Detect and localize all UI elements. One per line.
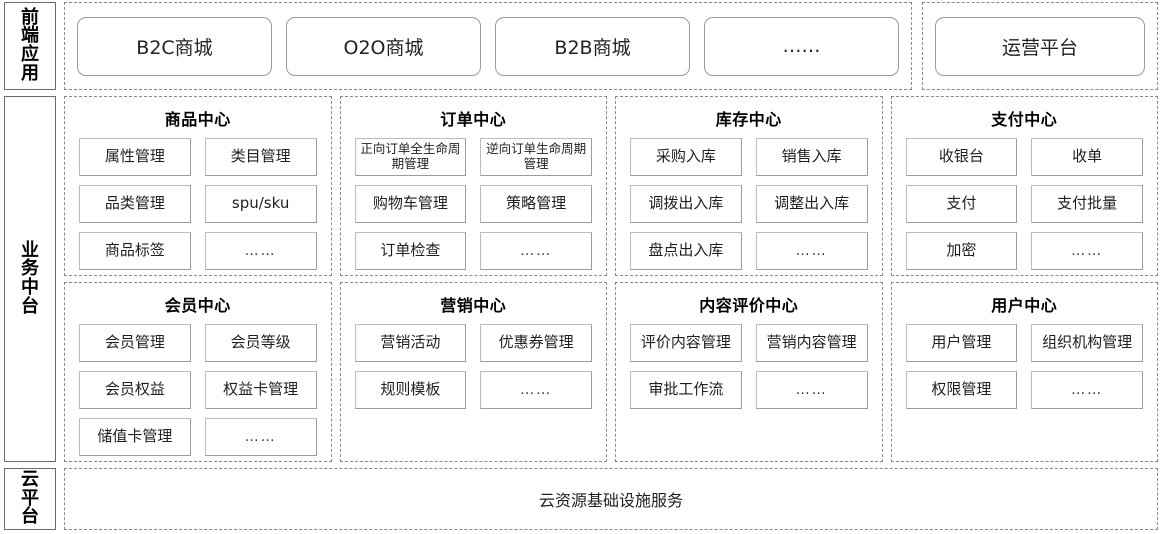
module-marketing-more[interactable]: ……	[480, 371, 592, 409]
module-cart-management[interactable]: 购物车管理	[354, 185, 467, 223]
module-product-class-management[interactable]: 品类管理	[79, 185, 191, 223]
center-inventory-title: 库存中心	[715, 110, 782, 129]
center-content-review-title: 内容评价中心	[699, 296, 799, 315]
center-marketing-title: 营销中心	[440, 296, 507, 315]
center-user: 用户中心 用户管理 组织机构管理 权限管理 ……	[890, 282, 1158, 462]
cloud-infrastructure-service-label: 云资源基础设施服务	[538, 491, 683, 510]
module-marketing-campaign[interactable]: 营销活动	[354, 324, 467, 362]
band-mid-platform: 业务中台 商品中心 属性管理 类目管理 品类管理 spu/sku 商品标签 ……	[4, 96, 1158, 462]
center-product-title: 商品中心	[164, 110, 231, 129]
mid-platform-row-1: 商品中心 属性管理 类目管理 品类管理 spu/sku 商品标签 …… 订单中心…	[64, 96, 1158, 276]
module-category-management[interactable]: 类目管理	[204, 138, 317, 176]
center-inventory-modules: 采购入库 销售入库 调拨出入库 调整出入库 盘点出入库 ……	[630, 138, 868, 270]
band-body-mid-platform: 商品中心 属性管理 类目管理 品类管理 spu/sku 商品标签 …… 订单中心…	[64, 96, 1158, 462]
module-cashier[interactable]: 收银台	[905, 138, 1018, 176]
center-inventory: 库存中心 采购入库 销售入库 调拨出入库 调整出入库 盘点出入库 ……	[615, 96, 883, 276]
frontend-apps-group: B2C商城 O2O商城 B2B商城 ……	[64, 2, 912, 90]
frontend-ops-group: 运营平台	[922, 2, 1158, 90]
center-member-title: 会员中心	[164, 296, 231, 315]
module-user-more[interactable]: ……	[1031, 371, 1143, 409]
module-spu-sku[interactable]: spu/sku	[204, 185, 317, 223]
center-user-title: 用户中心	[991, 296, 1058, 315]
band-label-cloud-platform-text: 云平台	[21, 468, 39, 528]
band-label-mid-platform-text: 业务中台	[21, 239, 39, 317]
center-member: 会员中心 会员管理 会员等级 会员权益 权益卡管理 储值卡管理 ……	[64, 282, 332, 462]
module-strategy-management[interactable]: 策略管理	[480, 185, 592, 223]
app-card-o2o[interactable]: O2O商城	[286, 16, 481, 76]
module-member-level[interactable]: 会员等级	[204, 324, 317, 362]
center-product: 商品中心 属性管理 类目管理 品类管理 spu/sku 商品标签 ……	[64, 96, 332, 276]
band-body-frontend: B2C商城 O2O商城 B2B商城 …… 运营平台	[64, 2, 1158, 90]
center-order: 订单中心 正向订单全生命周期管理 逆向订单生命周期管理 购物车管理 策略管理 订…	[339, 96, 607, 276]
center-payment-modules: 收银台 收单 支付 支付批量 加密 ……	[905, 138, 1143, 270]
module-order-more[interactable]: ……	[480, 232, 592, 270]
module-attribute-management[interactable]: 属性管理	[79, 138, 191, 176]
module-coupon-management[interactable]: 优惠券管理	[480, 324, 592, 362]
module-payment[interactable]: 支付	[905, 185, 1018, 223]
center-payment: 支付中心 收银台 收单 支付 支付批量 加密 ……	[890, 96, 1158, 276]
module-payment-more[interactable]: ……	[1031, 232, 1143, 270]
module-member-benefits[interactable]: 会员权益	[79, 371, 191, 409]
band-label-frontend-text: 前端应用	[21, 6, 39, 84]
module-organization-management[interactable]: 组织机构管理	[1031, 324, 1143, 362]
module-forward-order-lifecycle[interactable]: 正向订单全生命周期管理	[354, 138, 467, 176]
module-order-check[interactable]: 订单检查	[354, 232, 467, 270]
center-marketing-modules: 营销活动 优惠券管理 规则模板 ……	[354, 324, 592, 409]
app-card-b2b[interactable]: B2B商城	[495, 16, 690, 76]
module-member-management[interactable]: 会员管理	[79, 324, 191, 362]
module-adjust-inout[interactable]: 调整出入库	[755, 185, 868, 223]
band-label-mid-platform: 业务中台	[4, 96, 56, 462]
module-user-management[interactable]: 用户管理	[905, 324, 1018, 362]
app-card-more[interactable]: ……	[704, 16, 899, 76]
module-encryption[interactable]: 加密	[905, 232, 1018, 270]
center-member-modules: 会员管理 会员等级 会员权益 权益卡管理 储值卡管理 ……	[79, 324, 317, 456]
module-sales-inbound[interactable]: 销售入库	[755, 138, 868, 176]
module-batch-payment[interactable]: 支付批量	[1031, 185, 1143, 223]
mid-platform-row-2: 会员中心 会员管理 会员等级 会员权益 权益卡管理 储值卡管理 …… 营销中心 …	[64, 282, 1158, 462]
module-rule-template[interactable]: 规则模板	[354, 371, 467, 409]
module-inventory-more[interactable]: ……	[755, 232, 868, 270]
module-content-review-more[interactable]: ……	[755, 371, 868, 409]
center-product-modules: 属性管理 类目管理 品类管理 spu/sku 商品标签 ……	[79, 138, 317, 270]
module-acquiring[interactable]: 收单	[1031, 138, 1143, 176]
module-review-content-management[interactable]: 评价内容管理	[630, 324, 742, 362]
module-transfer-inout[interactable]: 调拨出入库	[630, 185, 742, 223]
app-card-b2c[interactable]: B2C商城	[77, 16, 272, 76]
center-payment-title: 支付中心	[991, 110, 1058, 129]
module-permission-management[interactable]: 权限管理	[905, 371, 1018, 409]
module-stocktake-inout[interactable]: 盘点出入库	[630, 232, 742, 270]
app-card-ops-platform[interactable]: 运营平台	[935, 16, 1145, 76]
module-reverse-order-lifecycle[interactable]: 逆向订单生命周期管理	[480, 138, 592, 176]
module-stored-value-card-management[interactable]: 储值卡管理	[79, 418, 191, 456]
module-product-more[interactable]: ……	[204, 232, 317, 270]
band-label-frontend: 前端应用	[4, 2, 56, 90]
module-purchase-inbound[interactable]: 采购入库	[630, 138, 742, 176]
band-frontend: 前端应用 B2C商城 O2O商城 B2B商城 …… 运营平台	[4, 2, 1158, 90]
cloud-platform-group: 云资源基础设施服务	[64, 468, 1158, 530]
module-member-more[interactable]: ……	[204, 418, 317, 456]
module-marketing-content-management[interactable]: 营销内容管理	[755, 324, 868, 362]
center-order-title: 订单中心	[440, 110, 507, 129]
band-label-cloud-platform: 云平台	[4, 468, 56, 530]
center-marketing: 营销中心 营销活动 优惠券管理 规则模板 ……	[339, 282, 607, 462]
center-content-review-modules: 评价内容管理 营销内容管理 审批工作流 ……	[630, 324, 868, 409]
center-user-modules: 用户管理 组织机构管理 权限管理 ……	[905, 324, 1143, 409]
module-product-tag[interactable]: 商品标签	[79, 232, 191, 270]
module-approval-workflow[interactable]: 审批工作流	[630, 371, 742, 409]
module-benefit-card-management[interactable]: 权益卡管理	[204, 371, 317, 409]
center-content-review: 内容评价中心 评价内容管理 营销内容管理 审批工作流 ……	[615, 282, 883, 462]
band-cloud-platform: 云平台 云资源基础设施服务	[4, 468, 1158, 530]
center-order-modules: 正向订单全生命周期管理 逆向订单生命周期管理 购物车管理 策略管理 订单检查 ……	[354, 138, 592, 270]
